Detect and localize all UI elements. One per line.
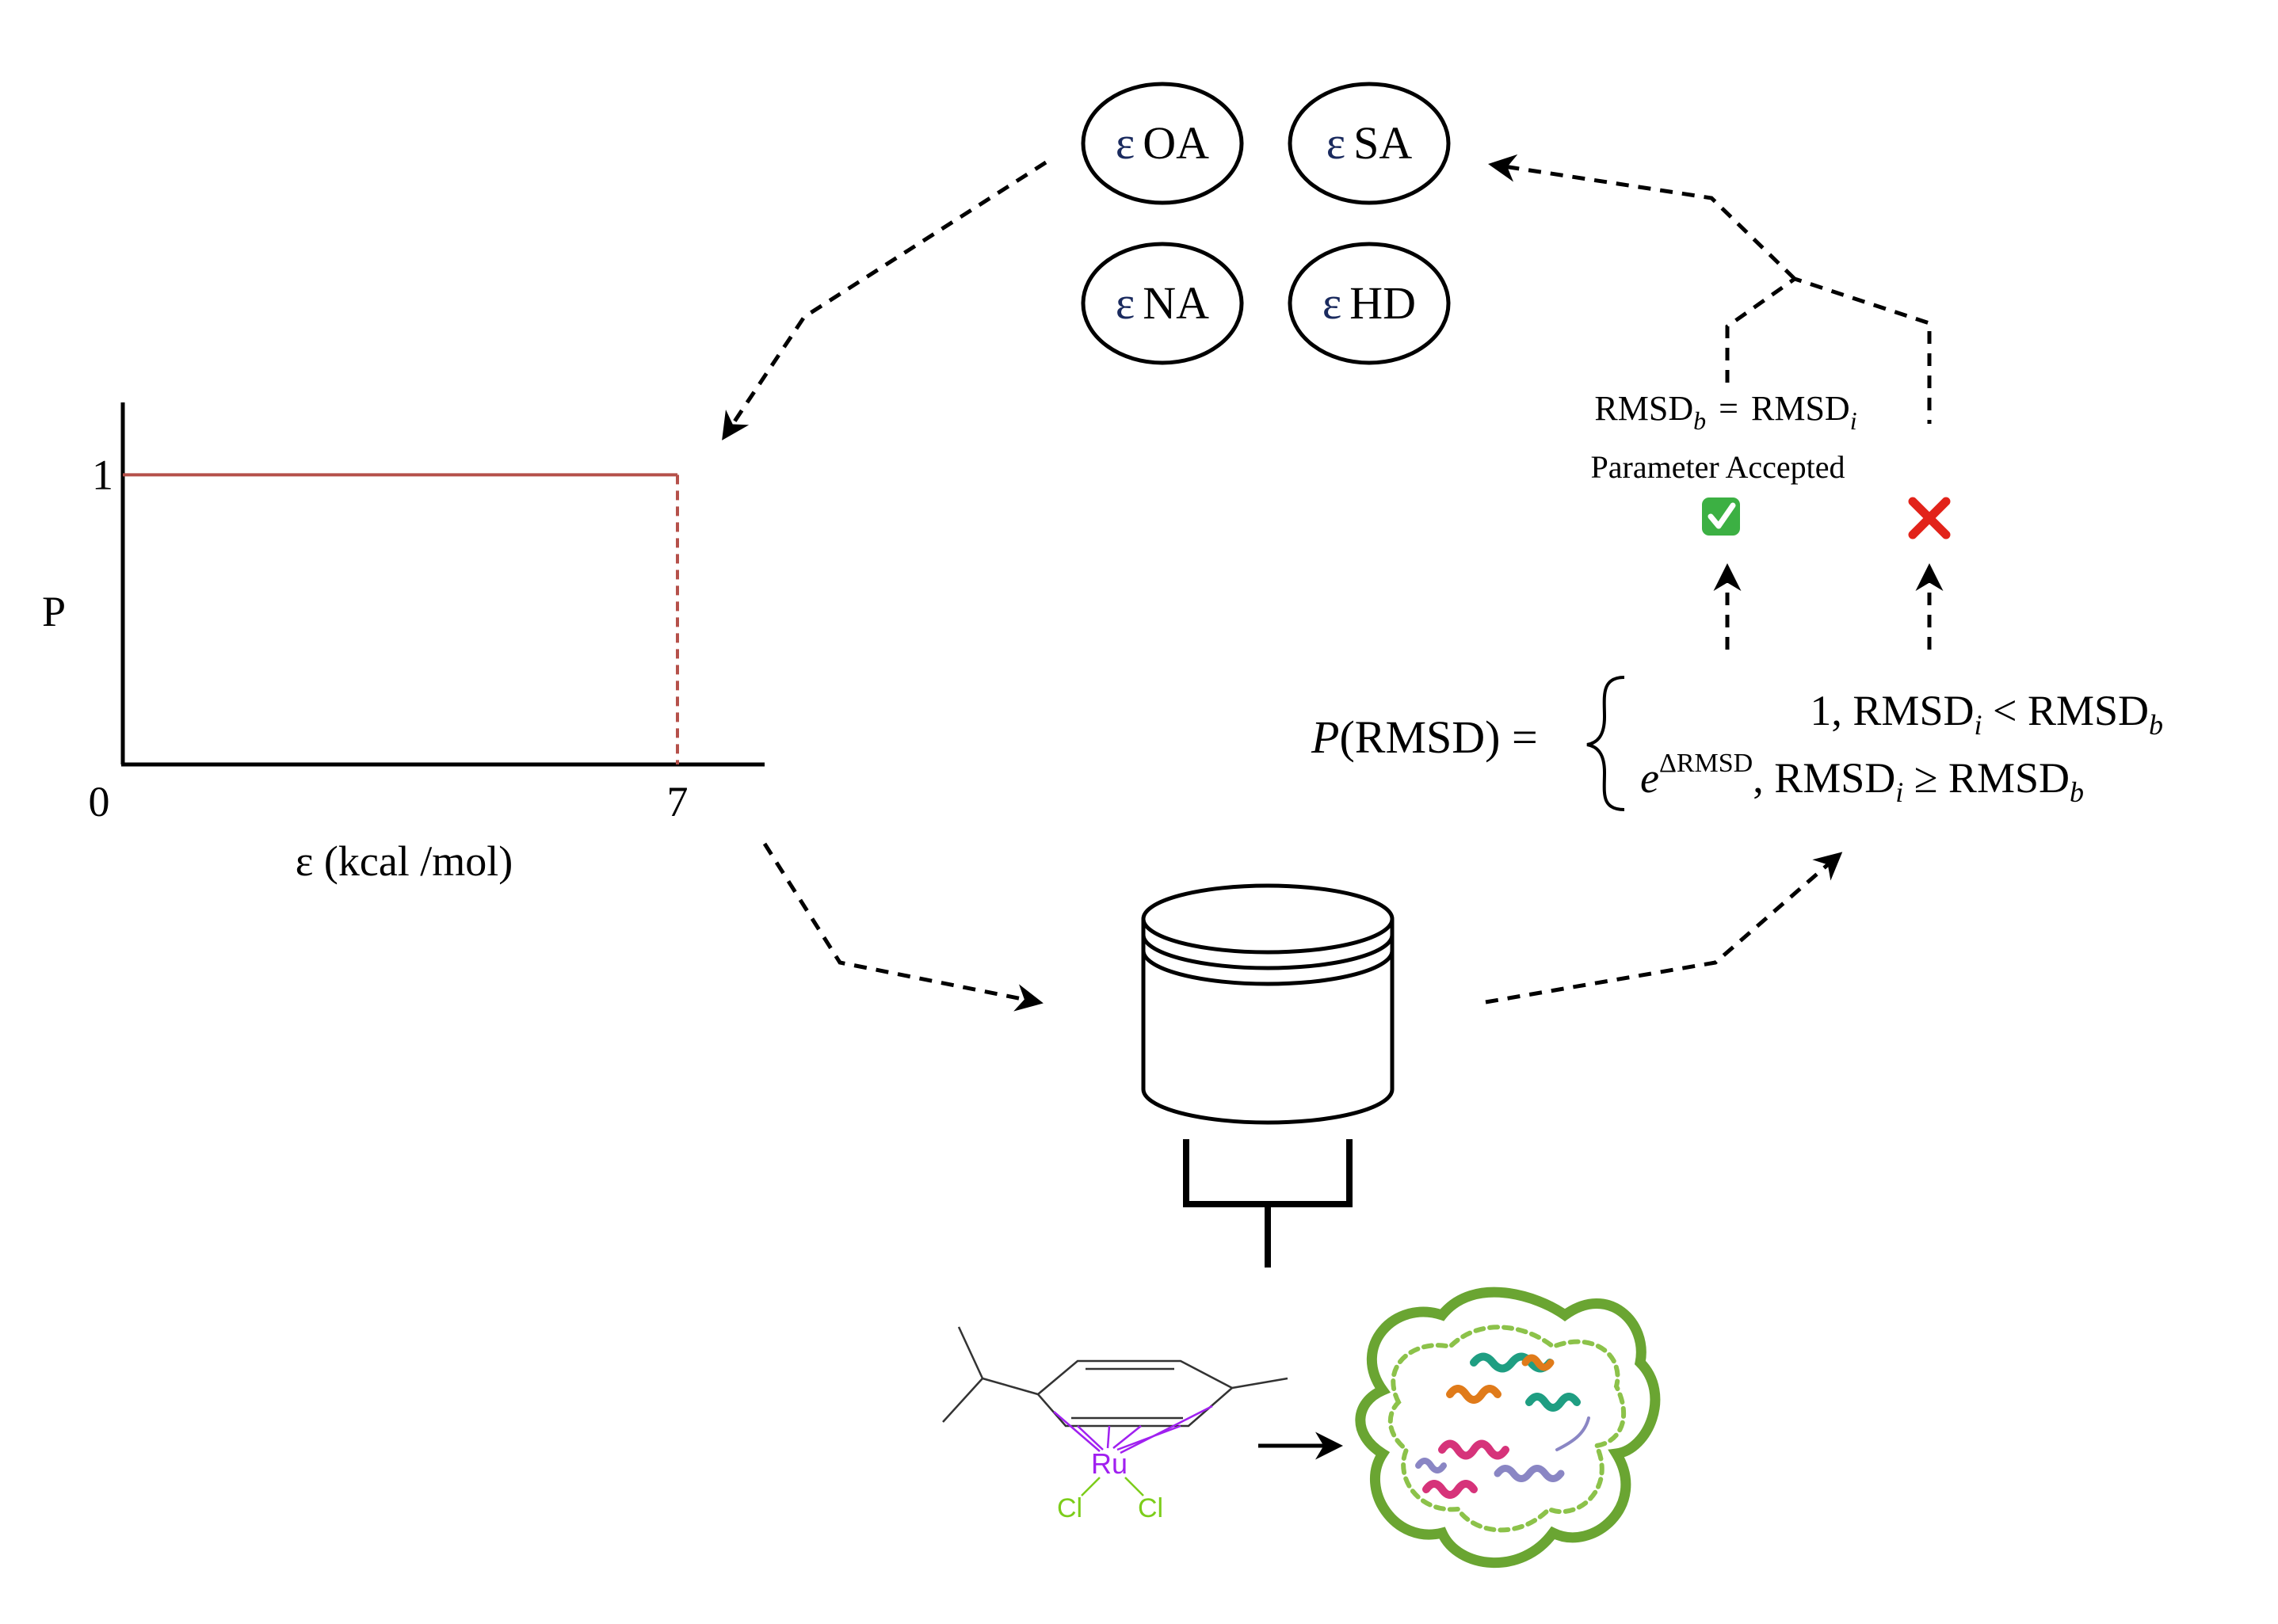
docking-connector — [1183, 1139, 1353, 1268]
y-tick-label: 1 — [92, 451, 113, 498]
acceptance-probability-formula: P(RMSD) = 1, RMSDi < RMSDb eΔRMSD, RMSDi… — [1311, 676, 2163, 811]
ruthenium-arene-complex: Ru Cl Cl — [942, 1326, 1288, 1523]
svg-text:εHD: εHD — [1322, 277, 1416, 329]
nucleosome-protein-image — [1355, 1287, 1661, 1569]
epsilon-symbol: ε — [1326, 117, 1345, 169]
epsilon-symbol: ε — [1322, 277, 1341, 329]
epsilon-symbol: ε — [1116, 117, 1135, 169]
ligand-label: Cl — [1057, 1493, 1082, 1523]
metal-label: Ru — [1091, 1447, 1128, 1480]
x-tick-label: 7 — [667, 778, 689, 825]
cases-brace — [1586, 676, 1625, 811]
ligand-label: Cl — [1138, 1493, 1163, 1523]
arrow-chart-to-database — [762, 842, 1044, 1012]
x-tick-label: 0 — [89, 778, 110, 825]
x-axis-label: ε (kcal /mol) — [296, 837, 513, 885]
parameter-label: HD — [1349, 277, 1416, 329]
svg-text:1, RMSDi < RMSDb: 1, RMSDi < RMSDb — [1810, 687, 2163, 741]
parameter-label: OA — [1143, 117, 1209, 169]
arrow-decision-to-parameters — [1494, 165, 1932, 424]
parameter-label: SA — [1353, 117, 1412, 169]
epsilon-symbol: ε — [1116, 277, 1135, 329]
svg-text:RMSDb=RMSDi: RMSDb=RMSDi — [1594, 389, 1856, 435]
database-icon — [1141, 883, 1395, 1125]
arrow-database-to-formula — [1485, 852, 1843, 1005]
svg-text:εSA: εSA — [1326, 117, 1413, 169]
acceptance-condition: RMSDb=RMSDi — [1594, 389, 1856, 435]
svg-text:εOA: εOA — [1116, 117, 1209, 169]
check-mark-button-icon — [1702, 497, 1740, 536]
svg-text:P(RMSD) =: P(RMSD) = — [1311, 711, 1538, 763]
cross-mark-icon — [1908, 497, 1951, 539]
parameter-accepted-label: Parameter Accepted — [1591, 449, 1845, 485]
svg-text:εNA: εNA — [1116, 277, 1209, 329]
arrow-parameters-to-chart — [722, 160, 1047, 440]
y-axis-label: P — [42, 588, 66, 635]
svg-text:eΔRMSD, RMSDi ≥ RMSDb: eΔRMSD, RMSDi ≥ RMSDb — [1640, 749, 2084, 808]
parameter-label: NA — [1143, 277, 1209, 329]
uniform-prior-chart: 1 0 7 P ε (kcal /mol) — [42, 402, 765, 885]
